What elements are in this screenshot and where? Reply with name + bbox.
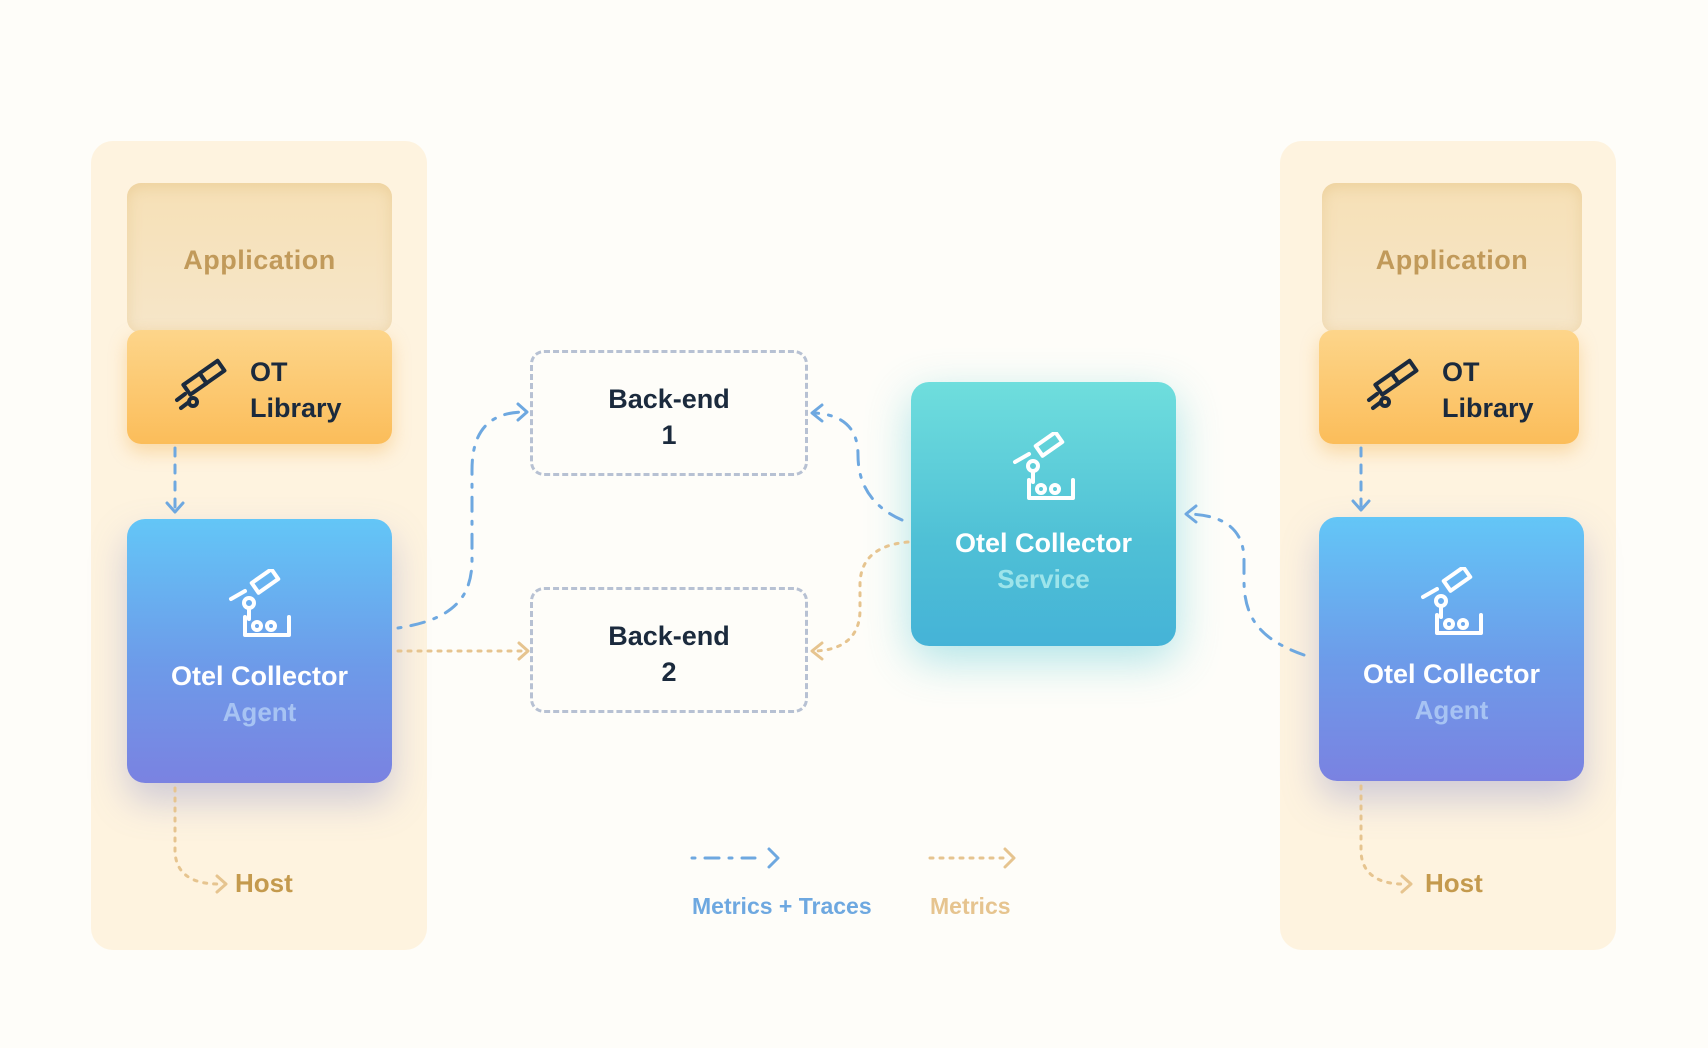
arrow-service-to-backend1 <box>813 411 904 522</box>
left-agent-subtitle: Agent <box>222 697 297 727</box>
arrow-right-agent-to-host <box>1359 784 1405 886</box>
right-ot-label: OT <box>1442 357 1480 387</box>
right-otel-agent-box: Otel Collector Agent <box>1319 517 1584 781</box>
backend-2-line1: Back-end <box>608 621 730 651</box>
backend-1-box: Back-end 1 <box>530 350 808 476</box>
otel-collector-service-box: Otel Collector Service <box>911 382 1176 646</box>
arrow-left-agent-to-backend1 <box>396 410 527 630</box>
backend-2-line2: 2 <box>661 657 677 687</box>
arrow-right-agent-to-service <box>1186 512 1306 657</box>
right-agent-title: Otel Collector <box>1362 659 1541 689</box>
backend-1-line2: 1 <box>661 420 677 450</box>
microscope-icon <box>1011 430 1077 502</box>
left-host-label: Host <box>235 868 293 898</box>
legend-metrics-head <box>1003 847 1016 869</box>
left-ot-label: OT <box>250 357 288 387</box>
backend-1-line1: Back-end <box>608 384 730 414</box>
service-subtitle: Service <box>997 564 1090 594</box>
arrowhead-left-agent-to-host <box>215 874 228 894</box>
microscope-icon <box>227 567 293 639</box>
left-application-box: Application <box>127 183 392 333</box>
right-agent-subtitle: Agent <box>1414 695 1489 725</box>
arrow-left-agent-to-host <box>173 786 220 886</box>
legend-metrics-label: Metrics <box>930 893 1011 919</box>
right-ot-library-box: OT Library <box>1319 330 1579 444</box>
arrowhead-left-agent-to-backend1 <box>516 402 529 422</box>
left-agent-title: Otel Collector <box>170 661 349 691</box>
arrowhead-right-agent-to-service <box>1184 504 1198 524</box>
service-title: Otel Collector <box>954 528 1133 558</box>
legend-metrics-traces-label: Metrics + Traces <box>692 893 872 919</box>
right-application-label: Application <box>1375 245 1529 275</box>
arrow-service-to-backend2 <box>813 540 910 653</box>
left-application-label: Application <box>183 245 336 275</box>
backend-2-box: Back-end 2 <box>530 587 808 713</box>
arrowhead-right-agent-to-host <box>1400 874 1413 894</box>
left-otel-agent-box: Otel Collector Agent <box>127 519 392 783</box>
arrowhead-right-lib-to-agent <box>1351 499 1371 512</box>
arrowhead-service-to-backend1 <box>810 403 824 423</box>
left-library-label: Library <box>250 393 342 423</box>
right-host-label: Host <box>1425 868 1483 898</box>
arrowhead-left-agent-to-backend2 <box>517 641 530 661</box>
right-application-box: Application <box>1322 183 1582 333</box>
arrowhead-left-lib-to-agent <box>165 501 185 514</box>
telescope-icon <box>171 358 231 418</box>
microscope-icon <box>1419 565 1485 637</box>
arrowhead-service-to-backend2 <box>810 641 824 661</box>
left-ot-library-box: OT Library <box>127 330 392 444</box>
right-library-label: Library <box>1442 393 1534 423</box>
legend-metrics-traces-head <box>767 847 780 869</box>
telescope-icon <box>1363 358 1423 418</box>
